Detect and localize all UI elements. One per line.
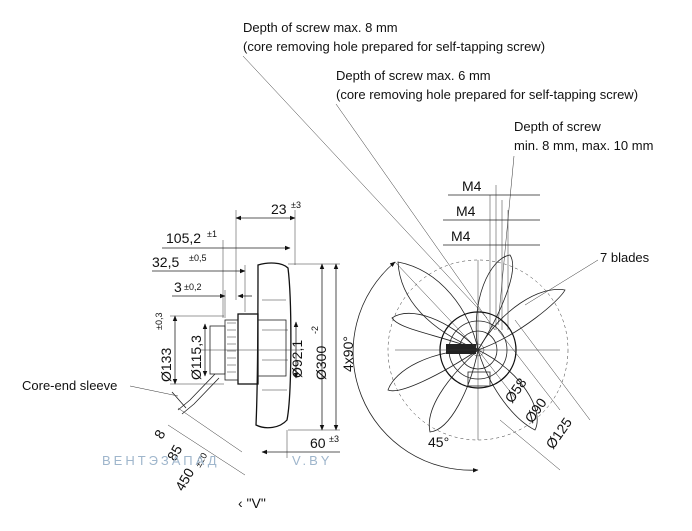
dim-3: 3 bbox=[174, 279, 182, 295]
dim-d300: Ø300 bbox=[313, 346, 329, 380]
label-7-blades: 7 blades bbox=[600, 250, 650, 265]
dim-32: 32,5 bbox=[152, 254, 179, 270]
dim-60: 60 bbox=[310, 435, 326, 451]
dim-450: 450 bbox=[172, 465, 198, 493]
thread-label-1: M4 bbox=[462, 178, 482, 194]
hub-cable-slot bbox=[446, 344, 476, 354]
dim-105: 105,2 bbox=[166, 230, 201, 246]
dim-d92: Ø92,1 bbox=[289, 340, 305, 378]
note-screw-8-line2: (core removing hole prepared for self-ta… bbox=[243, 39, 545, 54]
dim-3-tol: ±0,2 bbox=[184, 282, 201, 292]
dim-8: 8 bbox=[151, 427, 169, 442]
front-view: 45° Ø58 Ø90 Ø125 7 blades bbox=[352, 250, 650, 473]
note-screw-6-line1: Depth of screw max. 6 mm bbox=[336, 68, 491, 83]
view-marker-v: ‹ "V" bbox=[238, 495, 266, 511]
thread-label-3: M4 bbox=[451, 228, 471, 244]
note-screw-6-line2: (core removing hole prepared for self-ta… bbox=[336, 87, 638, 102]
note-screw-range-line1: Depth of screw bbox=[514, 119, 601, 134]
dim-d58: Ø58 bbox=[501, 375, 529, 406]
dim-32-tol: ±0,5 bbox=[189, 253, 206, 263]
cable bbox=[177, 373, 216, 411]
dim-d125: Ø125 bbox=[542, 414, 575, 451]
watermark-left: ВЕНТЭЗАПАД bbox=[102, 453, 220, 468]
label-core-end-sleeve: Core-end sleeve bbox=[22, 378, 117, 393]
note-screw-range-line2: min. 8 mm, max. 10 mm bbox=[514, 138, 653, 153]
dim-angle-45: 45° bbox=[428, 434, 449, 450]
dim-d133: Ø133 bbox=[158, 348, 174, 382]
dim-d133-tol: ±0,3 bbox=[154, 313, 164, 330]
thread-labels: M4 M4 M4 bbox=[443, 178, 540, 330]
side-view: 23 ±3 105,2 ±1 32,5 ±0,5 3 ±0,2 Ø133 ±0,… bbox=[151, 200, 356, 494]
core-end-sleeve-leader bbox=[129, 385, 179, 397]
dim-60-tol: ±3 bbox=[329, 434, 339, 444]
dim-angle-4x90: 4x90° bbox=[340, 336, 356, 372]
thread-label-2: M4 bbox=[456, 203, 476, 219]
dim-85: 85 bbox=[164, 442, 186, 464]
note-screw-8-line1: Depth of screw max. 8 mm bbox=[243, 20, 398, 35]
dim-105-tol: ±1 bbox=[207, 229, 217, 239]
dim-d115: Ø115,3 bbox=[188, 335, 204, 380]
rotor-hub bbox=[237, 313, 259, 385]
dim-d300-tol: -2 bbox=[310, 326, 320, 334]
dim-23-tol: ±3 bbox=[291, 200, 301, 210]
dim-23: 23 bbox=[271, 201, 287, 217]
watermark-right: V.BY bbox=[292, 453, 332, 468]
dim-d90: Ø90 bbox=[521, 395, 549, 426]
shroud-ring bbox=[257, 319, 287, 377]
